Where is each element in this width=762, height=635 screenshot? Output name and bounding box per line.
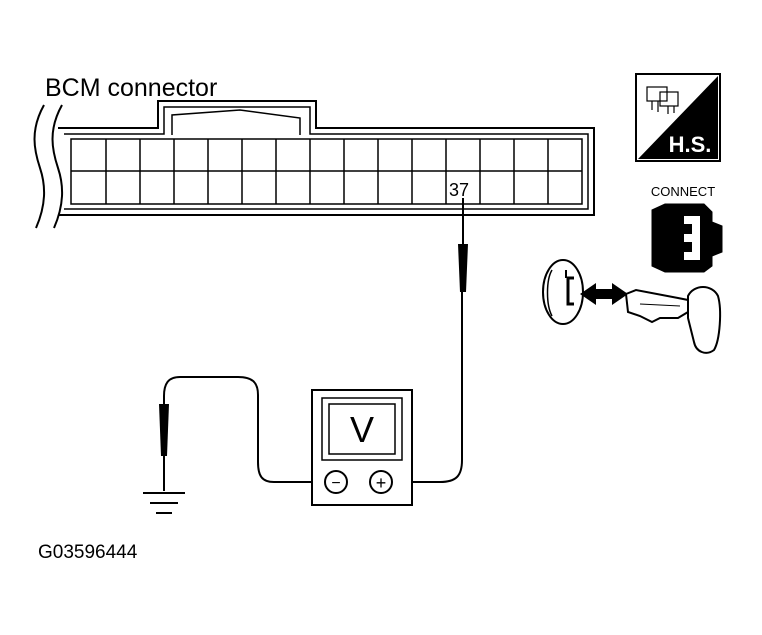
- ignition-switch-icon: [542, 259, 584, 325]
- harness-connector-icon: [646, 86, 679, 114]
- meter-display-v: V: [350, 409, 374, 450]
- double-arrow-icon: [580, 283, 628, 305]
- positive-terminal: [369, 470, 393, 494]
- connector-title: BCM connector: [45, 74, 217, 102]
- ground-symbol: [143, 492, 185, 514]
- connect-label: CONNECT: [651, 184, 715, 199]
- connect-icon: [651, 203, 723, 273]
- positive-terminal-symbol: +: [376, 473, 387, 493]
- bcm-connector: [58, 100, 595, 216]
- ignition-key-icon: [624, 286, 722, 354]
- harness-side-badge: H.S.: [635, 73, 721, 162]
- negative-terminal-symbol: −: [331, 475, 340, 492]
- positive-probe: [396, 198, 468, 483]
- negative-terminal: [324, 470, 348, 494]
- pin-number-label: 37: [449, 180, 469, 200]
- break-lines: [33, 104, 64, 229]
- hs-label: H.S.: [669, 132, 712, 157]
- figure-id: G03596444: [38, 542, 138, 563]
- negative-probe: [159, 376, 318, 491]
- voltmeter: V − +: [311, 389, 413, 506]
